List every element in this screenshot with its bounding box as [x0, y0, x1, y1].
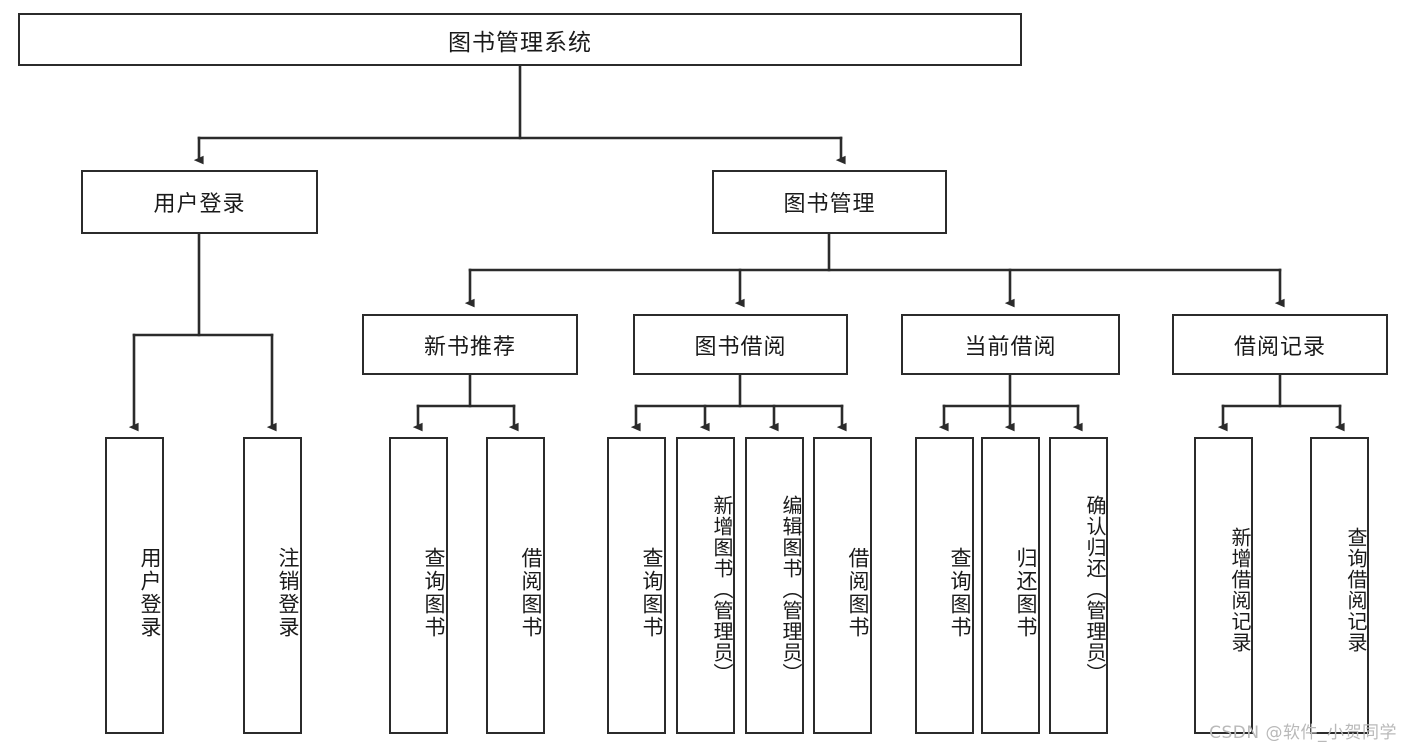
node-label: 确认归还（管理员）	[1083, 495, 1107, 684]
node-new-book-recommendation[interactable]: 新书推荐	[362, 314, 578, 375]
node-label: 用户登录	[138, 546, 162, 639]
node-label: 当前借阅	[964, 334, 1057, 360]
node-label: 查询图书	[948, 546, 972, 639]
node-leaf-query-borrow-record[interactable]: 查询借阅记录	[1310, 437, 1369, 734]
node-label: 查询借阅记录	[1344, 526, 1368, 653]
node-label: 注销登录	[276, 546, 300, 639]
node-user-login[interactable]: 用户登录	[81, 170, 318, 234]
node-leaf-add-borrow-record[interactable]: 新增借阅记录	[1194, 437, 1253, 734]
node-label: 编辑图书（管理员）	[779, 495, 803, 684]
node-label: 新增借阅记录	[1228, 526, 1252, 653]
node-book-borrow[interactable]: 图书借阅	[633, 314, 848, 375]
node-leaf-user-login[interactable]: 用户登录	[105, 437, 164, 734]
node-leaf-add-book-admin[interactable]: 新增图书（管理员）	[676, 437, 735, 734]
node-borrow-record[interactable]: 借阅记录	[1172, 314, 1388, 375]
node-label: 借阅图书	[846, 546, 870, 639]
node-leaf-query-book-current[interactable]: 查询图书	[915, 437, 974, 734]
node-leaf-borrow-book-recommendation[interactable]: 借阅图书	[486, 437, 545, 734]
node-label: 归还图书	[1014, 546, 1038, 639]
node-root-book-management-system[interactable]: 图书管理系统	[18, 13, 1022, 66]
node-book-manage[interactable]: 图书管理	[712, 170, 947, 234]
node-label: 图书管理系统	[448, 29, 592, 56]
node-label: 图书管理	[783, 192, 876, 217]
node-current-borrow[interactable]: 当前借阅	[901, 314, 1120, 375]
node-leaf-query-book-borrow[interactable]: 查询图书	[607, 437, 666, 734]
node-label: 用户登录	[153, 192, 246, 217]
node-label: 借阅图书	[519, 546, 543, 639]
node-leaf-query-book-recommendation[interactable]: 查询图书	[389, 437, 448, 734]
node-label: 图书借阅	[694, 334, 787, 360]
node-leaf-edit-book-admin[interactable]: 编辑图书（管理员）	[745, 437, 804, 734]
node-leaf-user-logout[interactable]: 注销登录	[243, 437, 302, 734]
node-leaf-confirm-return-admin[interactable]: 确认归还（管理员）	[1049, 437, 1108, 734]
node-label: 新书推荐	[423, 334, 516, 360]
node-label: 查询图书	[422, 546, 446, 639]
node-leaf-return-book[interactable]: 归还图书	[981, 437, 1040, 734]
node-label: 借阅记录	[1233, 334, 1326, 360]
node-leaf-borrow-book[interactable]: 借阅图书	[813, 437, 872, 734]
node-label: 新增图书（管理员）	[710, 495, 734, 684]
node-label: 查询图书	[640, 546, 664, 639]
